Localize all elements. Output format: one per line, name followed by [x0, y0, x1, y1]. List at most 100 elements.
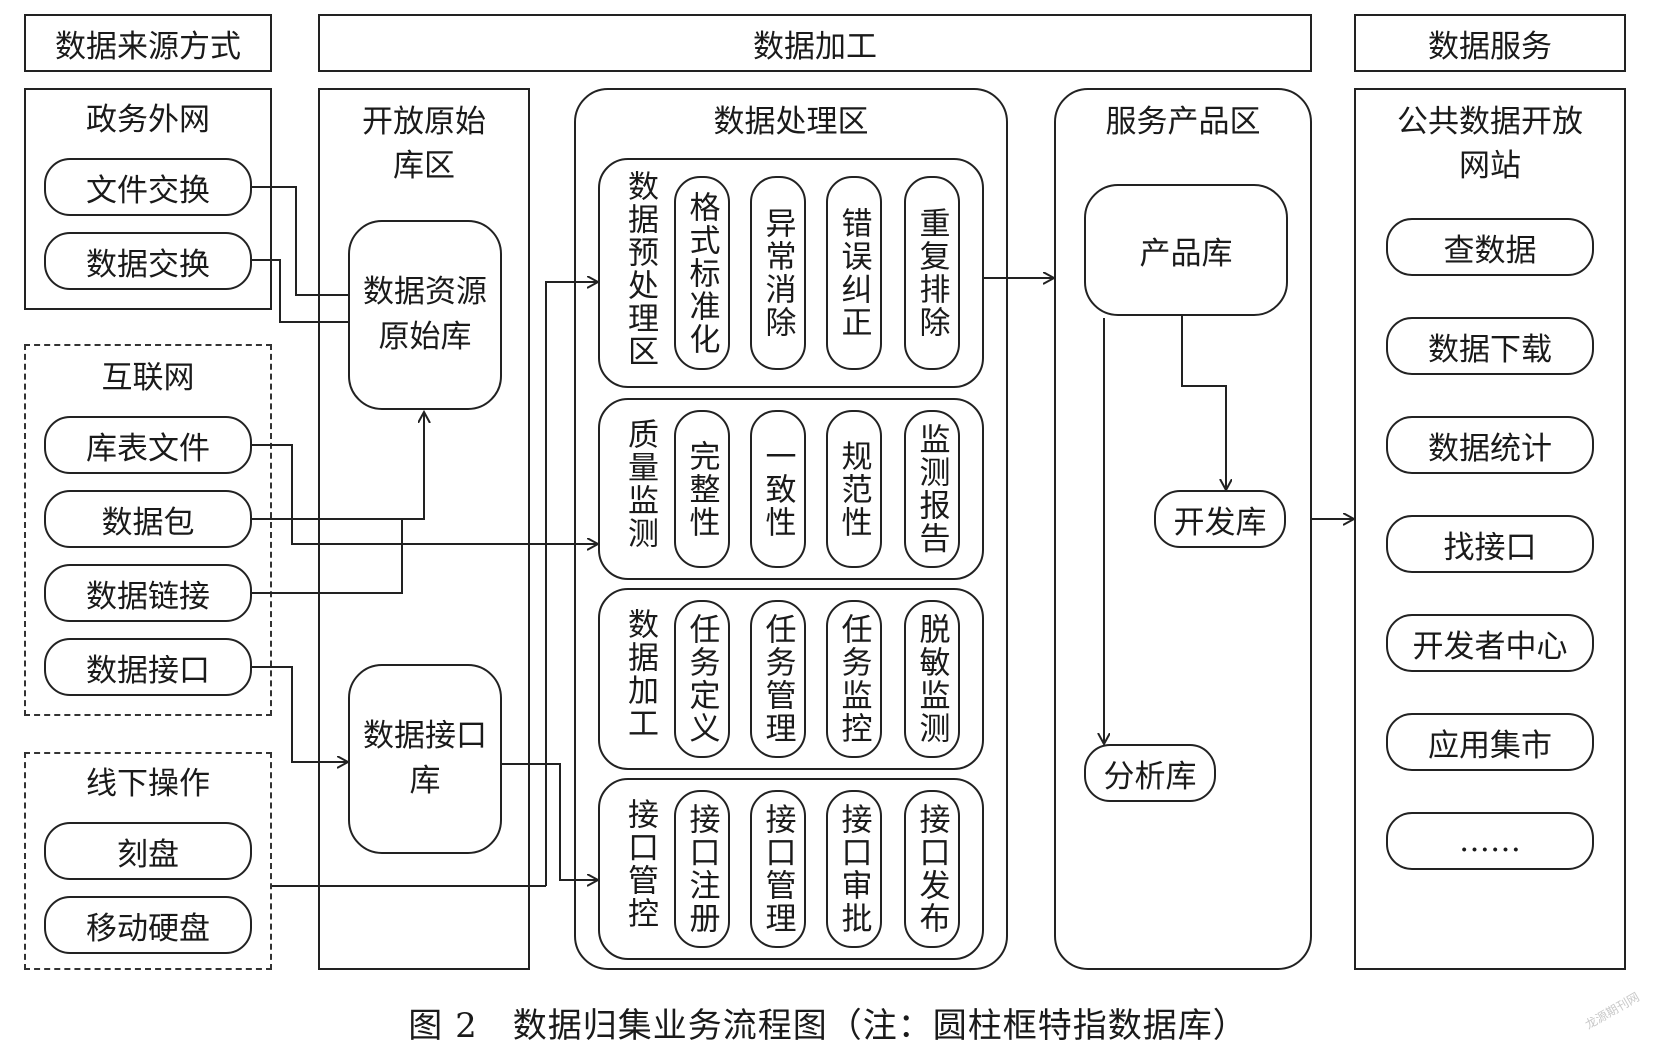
row-head-quality: 质量监测 — [622, 418, 658, 550]
connector-product-to-dev — [1181, 316, 1226, 490]
interface-db-label: 数据接口库 — [363, 718, 487, 799]
item-anomaly-removal: 异常消除 — [750, 176, 806, 370]
processing-zone-title: 数据处理区 — [713, 104, 869, 140]
processing-item-label: 格式标准化 — [683, 190, 720, 356]
item-task-definition: 任务定义 — [674, 600, 730, 758]
item-interface-publish: 接口发布 — [904, 790, 960, 948]
processing-item-label: 任务监控 — [835, 613, 872, 745]
connector-file-exchange — [252, 186, 348, 296]
portal-item-label: 应用集市 — [1428, 727, 1552, 764]
processing-item-label: 任务定义 — [683, 613, 720, 745]
analysis-db: 分析库 — [1084, 744, 1216, 802]
header-data-source: 数据来源方式 — [24, 14, 272, 72]
connector-data-interface — [252, 666, 348, 762]
item-duplicate-removal: 重复排除 — [904, 176, 960, 370]
connector-data-exchange — [252, 259, 348, 323]
connector-data-link — [252, 519, 403, 594]
connector-data-package — [252, 412, 424, 520]
portal-item-label: 找接口 — [1443, 529, 1537, 566]
portal-item-label: …… — [1459, 823, 1521, 859]
processing-item-label: 重复排除 — [913, 207, 950, 339]
interface-db: 数据接口库 — [348, 664, 502, 854]
portal-title: 公共数据开放网站 — [1354, 100, 1626, 188]
item-error-correction: 错误纠正 — [826, 176, 882, 370]
internet-item-data-interface: 数据接口 — [44, 638, 252, 696]
raw-zone-title-text: 开放原始库区 — [362, 104, 486, 185]
offline-item-disc-burning: 刻盘 — [44, 822, 252, 880]
offline-item-label: 移动硬盘 — [86, 910, 210, 947]
internet-item-data-package: 数据包 — [44, 490, 252, 548]
resource-raw-db-label: 数据资源原始库 — [363, 274, 487, 355]
gov-item-data-exchange: 数据交换 — [44, 232, 252, 290]
product-db: 产品库 — [1084, 184, 1288, 316]
item-interface-management: 接口管理 — [750, 790, 806, 948]
connector-table-files — [252, 444, 598, 544]
header-data-service-label: 数据服务 — [1428, 28, 1552, 65]
internet-item-label: 数据接口 — [86, 652, 210, 689]
item-task-monitoring: 任务监控 — [826, 600, 882, 758]
item-format-standardize: 格式标准化 — [674, 176, 730, 370]
processing-item-label: 脱敏监测 — [913, 613, 950, 745]
internet-item-label: 库表文件 — [86, 430, 210, 467]
portal-item-more: …… — [1386, 812, 1594, 870]
analysis-db-label: 分析库 — [1103, 758, 1197, 795]
item-task-management: 任务管理 — [750, 600, 806, 758]
internet-item-data-link: 数据链接 — [44, 564, 252, 622]
resource-raw-db: 数据资源原始库 — [348, 220, 502, 410]
offline-item-label: 刻盘 — [117, 836, 179, 873]
internet-item-label: 数据包 — [101, 504, 195, 541]
item-interface-approval: 接口审批 — [826, 790, 882, 948]
header-data-processing-label: 数据加工 — [753, 28, 877, 65]
raw-zone-title: 开放原始库区 — [318, 100, 530, 188]
product-db-label: 产品库 — [1139, 235, 1233, 272]
item-completeness: 完整性 — [674, 410, 730, 568]
processing-item-label: 异常消除 — [759, 207, 796, 339]
gov-item-label: 文件交换 — [86, 172, 210, 209]
gov-item-label: 数据交换 — [86, 246, 210, 283]
portal-item-label: 数据统计 — [1428, 430, 1552, 467]
portal-item-label: 查数据 — [1443, 232, 1537, 269]
internet-title: 互联网 — [101, 360, 195, 396]
portal-item-data-statistics: 数据统计 — [1386, 416, 1594, 474]
item-desensitization-monitor: 脱敏监测 — [904, 600, 960, 758]
row-head-preprocess: 数据预处理区 — [622, 170, 658, 368]
portal-item-find-interface: 找接口 — [1386, 515, 1594, 573]
row-head-processing: 数据加工 — [622, 608, 658, 740]
item-interface-registration: 接口注册 — [674, 790, 730, 948]
internet-item-label: 数据链接 — [86, 578, 210, 615]
portal-item-data-download: 数据下载 — [1386, 317, 1594, 375]
row-head-interface: 接口管控 — [622, 798, 658, 930]
processing-item-label: 接口注册 — [683, 803, 720, 935]
portal-item-query-data: 查数据 — [1386, 218, 1594, 276]
portal-item-app-market: 应用集市 — [1386, 713, 1594, 771]
offline-item-portable-drive: 移动硬盘 — [44, 896, 252, 954]
internet-item-table-files: 库表文件 — [44, 416, 252, 474]
item-consistency: 一致性 — [750, 410, 806, 568]
connector-trunk-preprocess — [545, 282, 598, 886]
processing-item-label: 规范性 — [835, 439, 872, 539]
item-monitor-report: 监测报告 — [904, 410, 960, 568]
processing-item-label: 完整性 — [683, 439, 720, 539]
portal-item-developer-center: 开发者中心 — [1386, 614, 1594, 672]
item-standardization: 规范性 — [826, 410, 882, 568]
processing-item-label: 一致性 — [759, 439, 796, 539]
connector-interface-db — [502, 763, 598, 880]
dev-db-label: 开发库 — [1173, 504, 1267, 541]
header-data-source-label: 数据来源方式 — [55, 28, 241, 65]
processing-item-label: 监测报告 — [913, 423, 950, 555]
header-data-service: 数据服务 — [1354, 14, 1626, 72]
portal-item-label: 开发者中心 — [1412, 628, 1568, 665]
processing-item-label: 任务管理 — [759, 613, 796, 745]
processing-item-label: 接口管理 — [759, 803, 796, 935]
processing-item-label: 接口审批 — [835, 803, 872, 935]
gov-item-file-exchange: 文件交换 — [44, 158, 252, 216]
gov-network-title: 政务外网 — [86, 102, 210, 138]
offline-title: 线下操作 — [86, 766, 210, 802]
processing-item-label: 错误纠正 — [835, 207, 872, 339]
product-zone-title: 服务产品区 — [1105, 104, 1261, 140]
header-data-processing: 数据加工 — [318, 14, 1312, 72]
portal-item-label: 数据下载 — [1428, 331, 1552, 368]
portal-title-text: 公共数据开放网站 — [1397, 104, 1583, 185]
figure-caption: 图 2 数据归集业务流程图（注：圆柱框特指数据库） — [408, 1006, 1248, 1046]
